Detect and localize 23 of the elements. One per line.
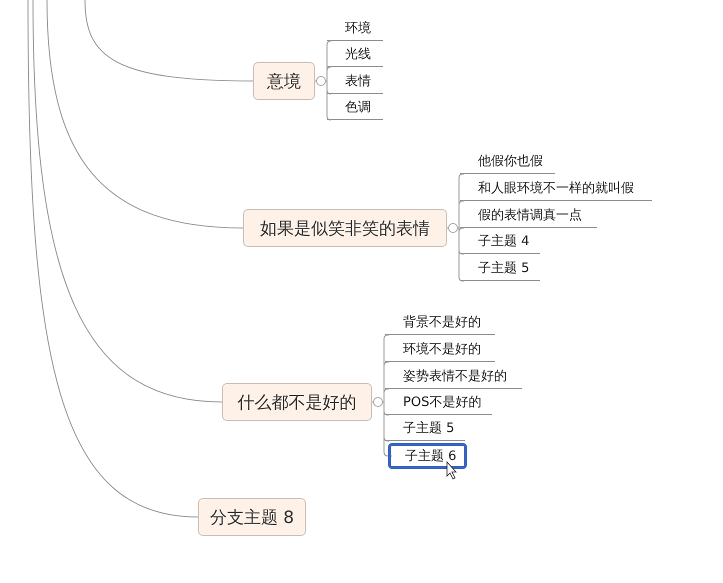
subtopic-label: 色调 — [327, 94, 383, 120]
subtopic-label: 表情 — [327, 68, 383, 94]
subtopic-label: 背景不是好的 — [385, 309, 495, 335]
subtopic-label: 假的表情调真一点 — [460, 202, 597, 228]
subtopic-label: 姿势表情不是好的 — [385, 363, 522, 389]
subtopic-label: 和人眼环境不一样的就叫假 — [460, 175, 652, 201]
connector-line — [32, 0, 222, 402]
topic-box: 如果是似笑非笑的表情 — [243, 209, 447, 247]
connector-line — [84, 0, 254, 82]
selected-subtopic: 子主题 6 — [388, 443, 467, 469]
subtopic-label: 环境不是好的 — [385, 336, 495, 362]
subtopic-label: POS不是好的 — [385, 389, 492, 415]
subtopic-label: 环境 — [327, 15, 383, 41]
subtopic-label: 子主题 4 — [460, 228, 540, 254]
topic-box: 意境 — [253, 62, 315, 100]
connector-line — [28, 0, 198, 518]
subtopic-label: 他假你也假 — [460, 148, 555, 174]
topic-box: 分支主题 8 — [198, 498, 306, 536]
topic-box: 什么都不是好的 — [222, 383, 372, 421]
connector-line — [46, 0, 244, 228]
subtopic-label: 子主题 5 — [385, 415, 465, 441]
subtopic-label: 光线 — [327, 41, 383, 67]
subtopic-label: 子主题 5 — [460, 255, 540, 281]
